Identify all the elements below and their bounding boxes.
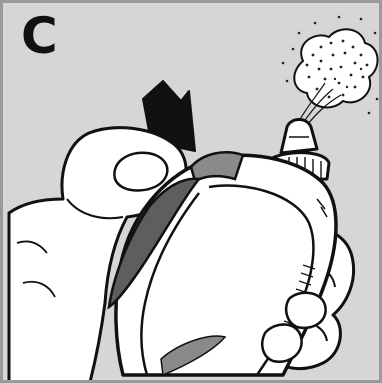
spray-mist-icon bbox=[282, 16, 379, 125]
instruction-illustration bbox=[3, 3, 382, 383]
step-label: C bbox=[21, 11, 58, 61]
